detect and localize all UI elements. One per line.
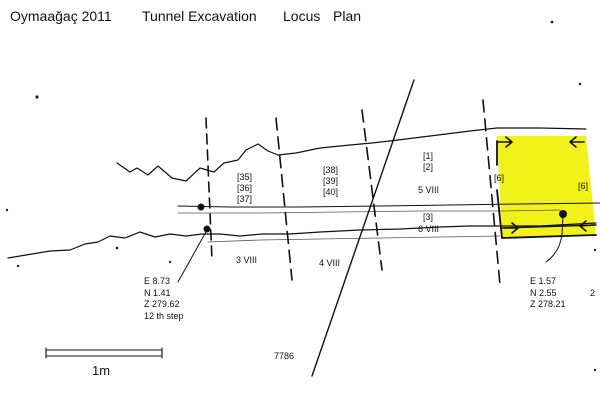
title-kind: Locus [283, 8, 321, 24]
locus-label: [40] [323, 187, 339, 197]
coord-right-n: N 2.55 [530, 288, 557, 298]
locus-label: [2] [423, 162, 434, 172]
locus-label: 5 VIII [418, 185, 440, 195]
locus-label: [3] [423, 212, 434, 222]
highlight-locus-6 [497, 136, 596, 238]
speck [593, 368, 597, 372]
locus-label: [6] [578, 181, 589, 191]
locus-label: 6 VIII [418, 224, 440, 234]
locus-label: [38] [323, 165, 339, 175]
arrow-bottom-left [503, 222, 519, 234]
coord-right-e: E 1.57 [530, 276, 557, 286]
floor-line-lower [207, 235, 501, 243]
floor-line-upper [177, 202, 600, 208]
arrow-top-right [569, 136, 585, 148]
locus-label: [37] [237, 194, 253, 204]
coord-left-n: N 1.41 [144, 288, 171, 298]
speck [16, 264, 20, 268]
drawing-number: 7786 [274, 351, 295, 361]
locus-label: [6] [494, 173, 505, 183]
speck [578, 82, 582, 86]
tunnel-upper-wall [116, 127, 587, 182]
diagonal-reference-line [311, 79, 415, 377]
coord-left-e: E 8.73 [144, 276, 171, 286]
locus-label: 4 VIII [319, 258, 341, 268]
survey-point-left [203, 225, 211, 233]
section-boundary-4 [482, 99, 501, 286]
leader-right [545, 215, 564, 263]
arrow-top-left [496, 136, 513, 148]
section-boundary-2 [275, 117, 293, 281]
tunnel-lower-wall [7, 222, 597, 259]
locus-label: [35] [237, 172, 253, 182]
speck [5, 208, 9, 212]
scale-label: 1m [92, 363, 111, 378]
coord-left-z: Z 279.62 [144, 299, 180, 309]
arrow-bottom-right [579, 220, 595, 232]
title-view: Plan [333, 8, 362, 24]
locus-label: [39] [323, 176, 339, 186]
speck [115, 246, 119, 250]
speck [168, 260, 172, 264]
title-site: Oymaağaç 2011 [10, 8, 112, 24]
leader-left [177, 229, 208, 283]
survey-point-left-upper [197, 203, 205, 211]
locus-label: [1] [423, 151, 434, 161]
title-subject: Tunnel Excavation [142, 8, 257, 24]
speck [550, 20, 554, 24]
coord-right-z: Z 278.21 [530, 299, 566, 309]
coord-left-note: 12 th step [144, 311, 184, 321]
locus-label: 3 VIII [236, 255, 258, 265]
locus-label: [36] [237, 183, 253, 193]
scale-bar [45, 347, 163, 359]
speck [593, 248, 597, 252]
floor-line-middle [177, 209, 561, 214]
edge-mark: 2 [590, 288, 596, 298]
speck [35, 95, 39, 99]
highlight-outline [496, 140, 597, 239]
section-boundary-3 [361, 109, 383, 271]
section-boundary-1 [205, 117, 213, 261]
survey-point-right [559, 210, 567, 218]
